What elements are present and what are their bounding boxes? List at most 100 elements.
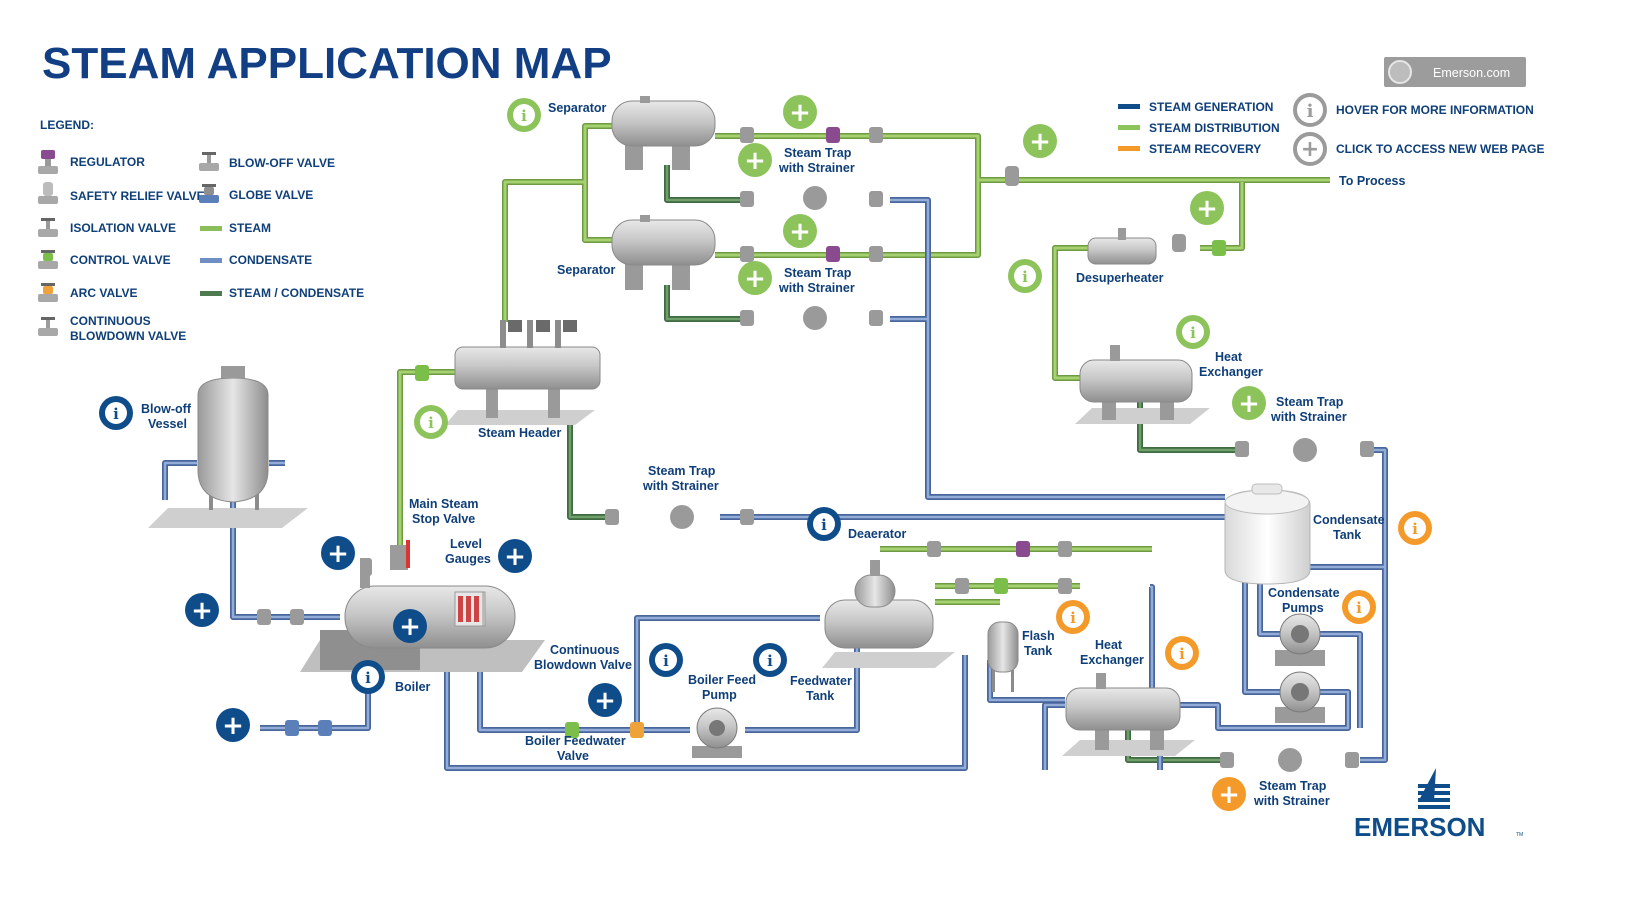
svg-text:i: i — [365, 669, 371, 687]
condensate-pump-top — [1275, 613, 1325, 666]
brand-name: EMERSON — [1354, 812, 1485, 842]
help-key: i HOVER FOR MORE INFORMATION + CLICK TO … — [1293, 93, 1544, 166]
legend-globe-valve: GLOBE VALVE — [229, 188, 313, 202]
svg-text:+: + — [744, 146, 766, 176]
info-icon[interactable]: i — [507, 98, 541, 132]
legend-heading: LEGEND: — [40, 118, 94, 132]
info-icon[interactable]: i — [99, 396, 133, 430]
brand-tm: TM — [1516, 832, 1523, 838]
plus-icon[interactable]: + — [498, 539, 532, 573]
label-trap1-line1: Steam Trap — [784, 146, 852, 160]
desuperheater — [1087, 228, 1157, 265]
category-key: STEAM GENERATION STEAM DISTRIBUTION STEA… — [1118, 100, 1280, 156]
arc-valve-icon — [38, 283, 58, 302]
blow-off-valve-icon — [199, 152, 219, 171]
info-icon[interactable]: i — [649, 643, 683, 677]
control-valve-icon — [38, 250, 58, 269]
steam-header — [445, 320, 601, 425]
label-flash-line2: Tank — [1024, 644, 1052, 658]
svg-text:+: + — [789, 217, 811, 247]
label-condensate-pumps-line1: Condensate — [1268, 586, 1340, 600]
plus-icon[interactable]: + — [588, 683, 622, 717]
svg-text:+: + — [1029, 127, 1051, 157]
plus-icon[interactable]: + — [783, 214, 817, 248]
label-continuous-line1: Continuous — [550, 643, 619, 657]
info-icon[interactable]: i — [1165, 636, 1199, 670]
deaerator — [822, 560, 955, 668]
plus-icon[interactable]: + — [321, 536, 355, 570]
label-deaerator: Deaerator — [848, 527, 906, 541]
svg-text:i: i — [1356, 599, 1362, 617]
label-hx-bot-line1: Heat — [1095, 638, 1123, 652]
label-trap5-line1: Steam Trap — [1259, 779, 1327, 793]
plus-icon[interactable]: + — [1212, 777, 1246, 811]
svg-text:+: + — [1238, 389, 1260, 419]
label-separator-top: Separator — [548, 101, 606, 115]
help-click: CLICK TO ACCESS NEW WEB PAGE — [1336, 142, 1544, 156]
svg-text:+: + — [504, 542, 526, 572]
level-gauges — [454, 591, 484, 627]
steam-condensate-swatch — [200, 291, 222, 296]
svg-text:i: i — [767, 652, 773, 670]
info-icon[interactable]: i — [414, 405, 448, 439]
svg-text:+: + — [191, 596, 213, 626]
svg-text:+: + — [222, 711, 244, 741]
condensate-pump-bottom — [1275, 671, 1325, 723]
label-boiler-feed-line1: Boiler Feed — [688, 673, 756, 687]
legend-continuous-1: CONTINUOUS — [70, 314, 151, 328]
label-trap4-line1: Steam Trap — [648, 464, 716, 478]
svg-text:i: i — [1070, 609, 1076, 627]
info-icon[interactable]: i — [1342, 590, 1376, 624]
blow-off-vessel — [148, 366, 308, 528]
plus-icon[interactable]: + — [1023, 124, 1057, 158]
info-icon[interactable]: i — [1008, 259, 1042, 293]
label-steam-header: Steam Header — [478, 426, 562, 440]
globe-icon — [1388, 60, 1412, 84]
label-trap5-line2: with Strainer — [1253, 794, 1330, 808]
info-icon[interactable]: i — [1176, 315, 1210, 349]
emerson-link-button[interactable]: Emerson.com — [1384, 57, 1526, 87]
legend: REGULATOR SAFETY RELIEF VALVE ISOLATION … — [38, 150, 364, 343]
continuous-blowdown-valve-icon — [38, 317, 58, 336]
svg-text:i: i — [1022, 268, 1028, 286]
plus-icon[interactable]: + — [216, 708, 250, 742]
plus-icon[interactable]: + — [783, 95, 817, 129]
label-trap2-line2: with Strainer — [778, 281, 855, 295]
emerson-link-label: Emerson.com — [1433, 66, 1510, 80]
plus-icon[interactable]: + — [1190, 191, 1224, 225]
svg-text:i: i — [1190, 324, 1196, 342]
svg-text:+: + — [327, 539, 349, 569]
svg-text:+: + — [744, 264, 766, 294]
isolation-valve-icon — [38, 218, 58, 237]
plus-icon[interactable]: + — [738, 261, 772, 295]
label-hx-bot-line2: Exchanger — [1080, 653, 1144, 667]
label-separator-mid: Separator — [557, 263, 615, 277]
label-hx-top-line1: Heat — [1215, 350, 1243, 364]
plus-icon[interactable]: + — [1232, 386, 1266, 420]
label-level-line2: Gauges — [445, 552, 491, 566]
svg-text:i: i — [1307, 101, 1314, 122]
legend-isolation-valve: ISOLATION VALVE — [70, 221, 176, 235]
label-blowoff-line2: Vessel — [148, 417, 187, 431]
info-icon[interactable]: i — [1398, 511, 1432, 545]
info-icon[interactable]: i — [351, 660, 385, 694]
info-icon[interactable]: i — [1056, 600, 1090, 634]
label-continuous-line2: Blowdown Valve — [534, 658, 632, 672]
label-boiler: Boiler — [395, 680, 431, 694]
label-bfw-line2: Valve — [557, 749, 589, 763]
legend-continuous-2: BLOWDOWN VALVE — [70, 329, 186, 343]
label-feedwater-line2: Tank — [806, 689, 834, 703]
steam-pipes — [162, 123, 1388, 771]
plus-icon[interactable]: + — [393, 609, 427, 643]
generation-swatch — [1118, 104, 1140, 109]
emerson-mark-icon — [1418, 768, 1450, 809]
legend-arc-valve: ARC VALVE — [70, 286, 138, 300]
plus-icon[interactable]: + — [185, 593, 219, 627]
label-trap2-line1: Steam Trap — [784, 266, 852, 280]
info-icon[interactable]: i — [807, 507, 841, 541]
svg-text:i: i — [1179, 645, 1185, 663]
info-icon[interactable]: i — [753, 643, 787, 677]
hover-info-icon: i — [1293, 93, 1327, 127]
plus-icon[interactable]: + — [738, 143, 772, 177]
label-hx-top-line2: Exchanger — [1199, 365, 1263, 379]
